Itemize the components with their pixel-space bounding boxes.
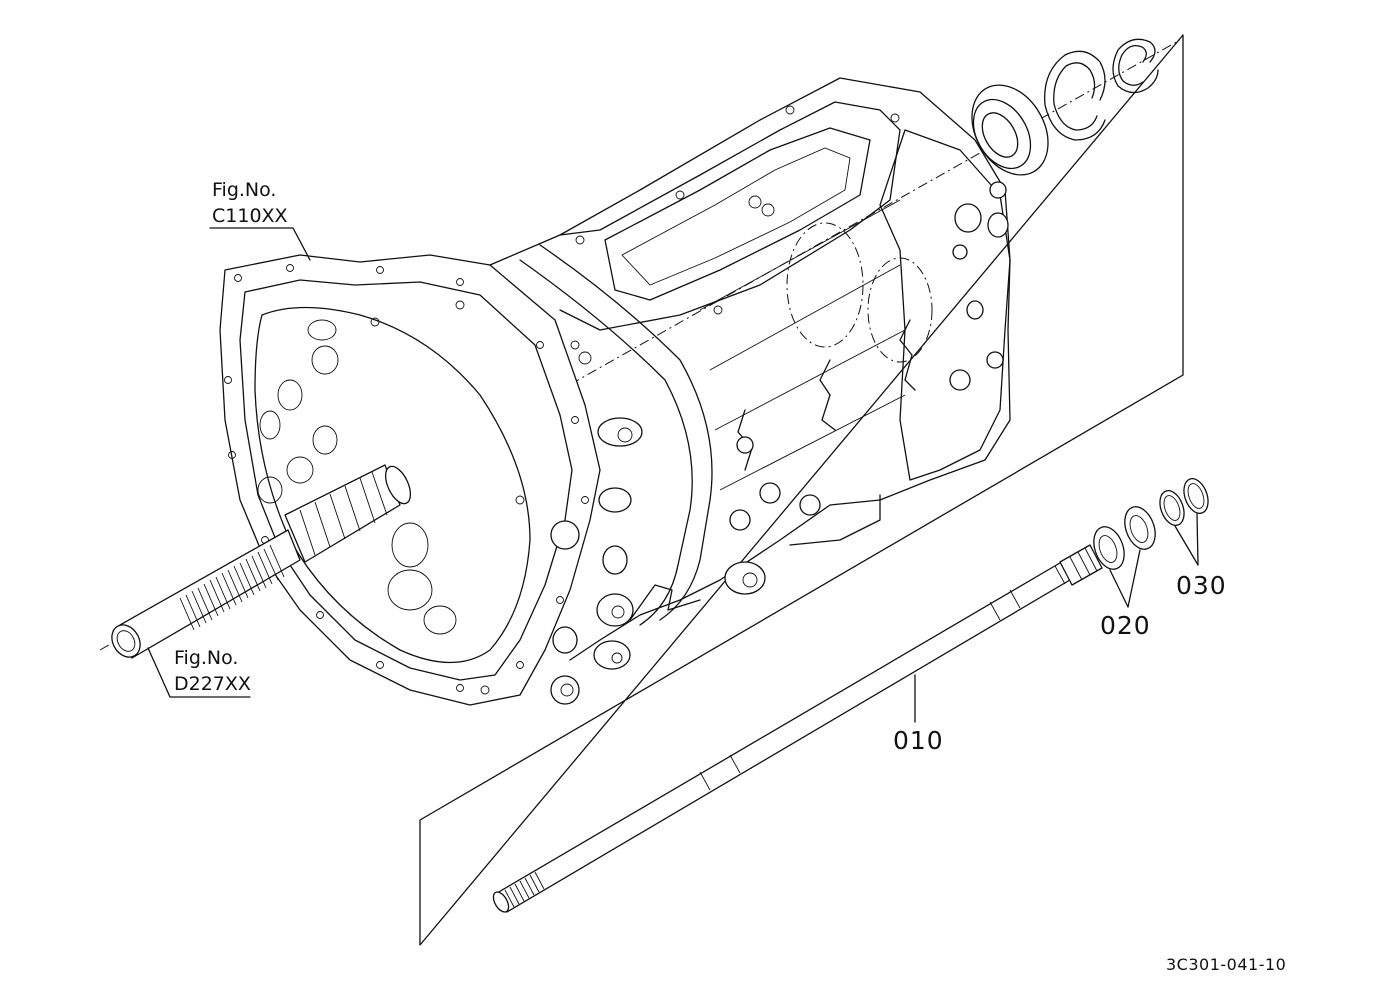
drawing-code: 3C301-041-10 — [1166, 955, 1286, 974]
leader-d227xx — [147, 647, 251, 698]
rear-bearing — [971, 84, 1049, 176]
leader-c110xx — [209, 227, 311, 261]
fig-ref-c110-line2: C110XX — [212, 205, 288, 227]
snap-ring-small — [1112, 38, 1159, 94]
part-number-030: 030 — [1176, 571, 1227, 600]
rings-030 — [1159, 478, 1209, 566]
part-number-010: 010 — [893, 726, 944, 755]
shaft-010 — [492, 544, 1103, 913]
fig-ref-c110-line1: Fig.No. — [212, 179, 276, 201]
part-number-020: 020 — [1100, 611, 1151, 640]
fig-ref-d227-line2: D227XX — [174, 673, 251, 695]
assembly-frame — [419, 34, 1184, 946]
fig-ref-d227-line1: Fig.No. — [174, 647, 238, 669]
snap-ring-large — [1044, 50, 1106, 141]
washers-020 — [1093, 506, 1156, 608]
transmission-housing — [219, 77, 1011, 706]
input-shaft — [111, 464, 412, 659]
